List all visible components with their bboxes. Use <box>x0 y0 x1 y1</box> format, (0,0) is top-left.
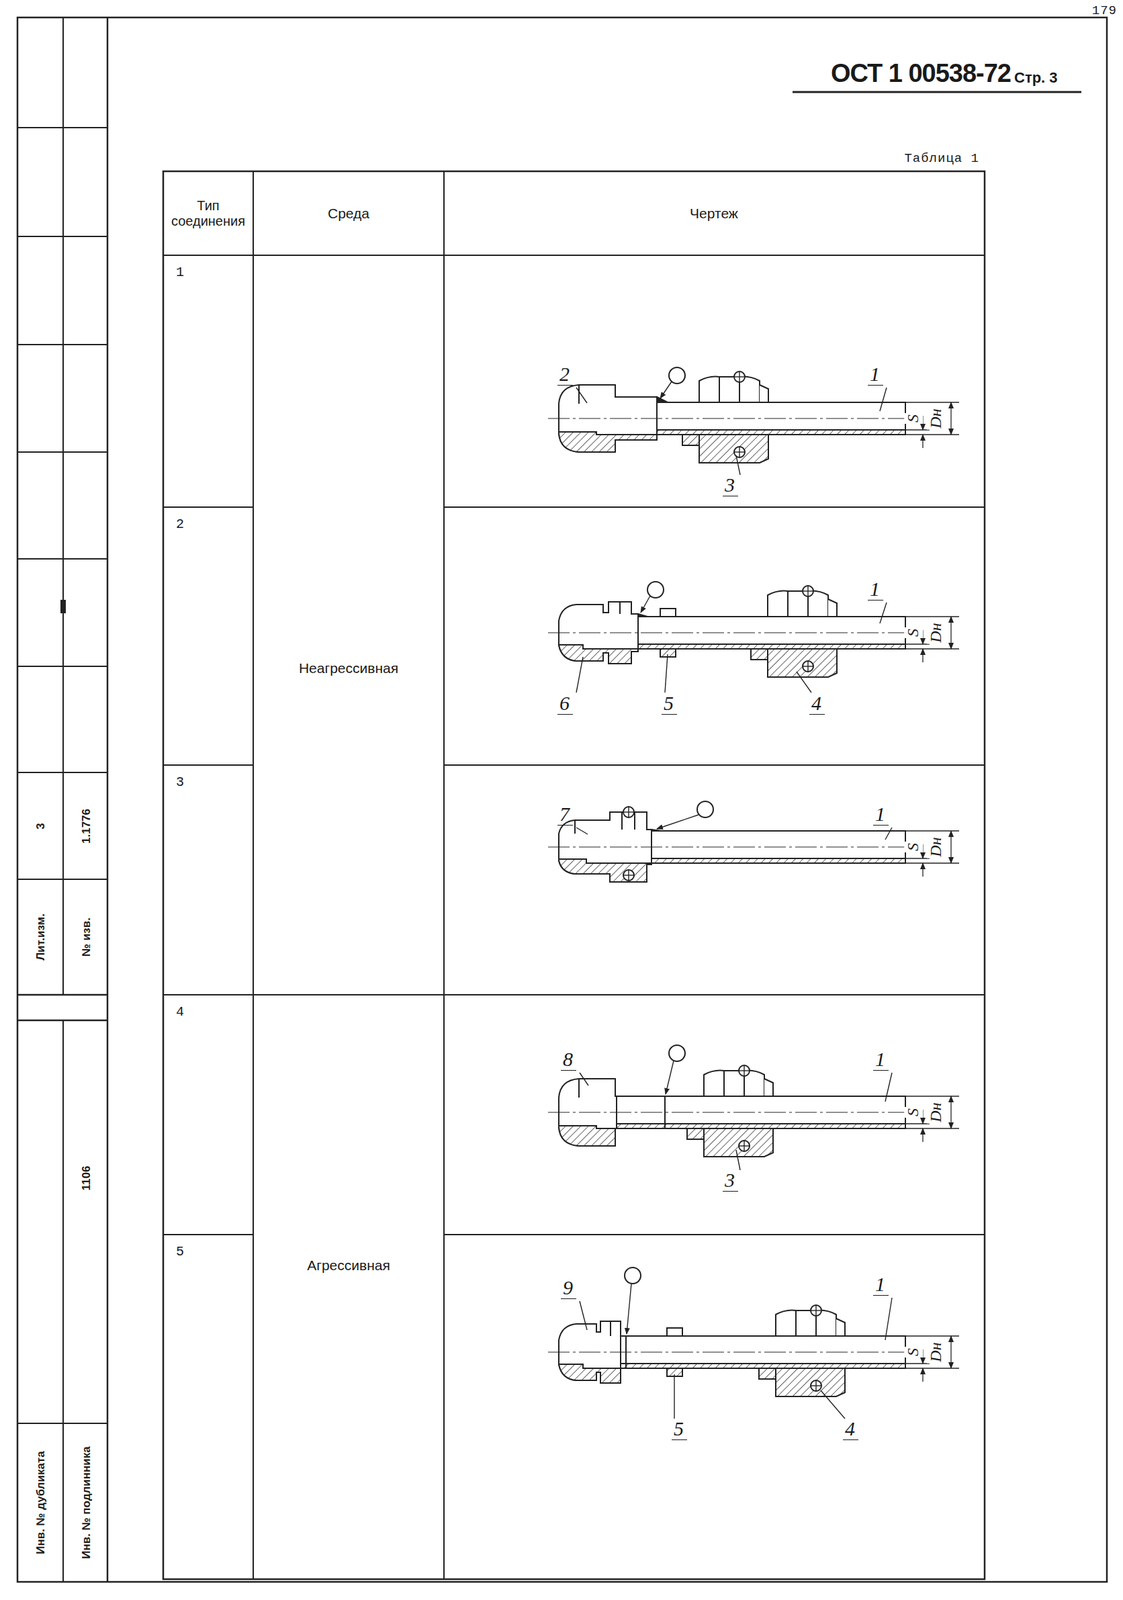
document-title: ОСТ 1 00538-72 <box>830 59 1011 89</box>
dimension-label: S <box>904 627 923 639</box>
callout-number: 5 <box>671 1417 688 1441</box>
callout-number: 1 <box>867 577 884 601</box>
callout-number: 6 <box>557 691 573 715</box>
dimension-label: Dн <box>926 835 946 858</box>
dimension-label: Dн <box>926 1100 946 1123</box>
joint-drawing-3 <box>548 801 960 882</box>
stamp-text: Лит.изм. <box>34 913 48 961</box>
column-header: Среда <box>327 205 370 222</box>
stamp-text: 1.1776 <box>79 808 94 844</box>
row-number: 3 <box>175 774 185 790</box>
callout-number: 1 <box>867 362 884 386</box>
callout-number: 5 <box>661 691 678 715</box>
callout-number: 2 <box>557 362 573 386</box>
stamp-text: Инв. № подлинника <box>79 1446 94 1559</box>
dimension-label: S <box>904 841 923 853</box>
row-number: 1 <box>175 264 185 281</box>
stamp-text: 3 <box>34 822 48 829</box>
joint-drawing-4 <box>548 1045 960 1157</box>
callout-number: 8 <box>560 1047 577 1071</box>
stamp-text: Инв. № дубликата <box>34 1450 48 1555</box>
callout-number: 7 <box>557 802 573 826</box>
joint-drawing-1 <box>548 367 960 463</box>
leader-lines-5 <box>579 1297 892 1419</box>
row-number: 2 <box>175 516 185 532</box>
dimension-label: Dн <box>926 407 946 430</box>
joint-drawing-2 <box>548 581 960 678</box>
column-header: Тип соединения <box>165 198 251 230</box>
page-number: 179 <box>1092 4 1117 19</box>
dimension-label: S <box>904 413 923 424</box>
medium-cell: Агрессивная <box>306 1257 391 1274</box>
callout-number: 1 <box>873 1047 889 1071</box>
stamp-text: № изв. <box>79 917 94 957</box>
row-number: 4 <box>175 1004 185 1020</box>
leader-lines-4 <box>579 1072 892 1171</box>
table-grid <box>163 171 985 1580</box>
dimension-label: Dн <box>926 1340 946 1363</box>
row-number: 5 <box>175 1243 185 1260</box>
dimension-label: S <box>904 1106 923 1118</box>
joint-drawing-5 <box>548 1267 960 1397</box>
stamp-text: 1106 <box>79 1165 94 1191</box>
sheet-number: Стр. 3 <box>1014 69 1058 86</box>
callout-number: 3 <box>722 473 739 497</box>
medium-cell: Неагрессивная <box>298 660 399 677</box>
callout-number: 4 <box>809 691 825 715</box>
leader-lines-1 <box>576 387 887 475</box>
dimension-label: S <box>904 1346 923 1358</box>
callout-number: 9 <box>560 1276 577 1299</box>
callout-number: 3 <box>722 1168 739 1192</box>
callout-number: 1 <box>873 802 889 826</box>
leader-lines-2 <box>576 602 887 693</box>
table-title: Таблица 1 <box>904 151 980 167</box>
sheet-frame <box>17 17 1107 1582</box>
callout-number: 4 <box>842 1417 859 1441</box>
dimension-label: Dн <box>926 621 946 644</box>
leader-lines-3 <box>576 827 892 840</box>
callout-number: 1 <box>873 1272 889 1296</box>
column-header: Чертеж <box>689 205 739 222</box>
